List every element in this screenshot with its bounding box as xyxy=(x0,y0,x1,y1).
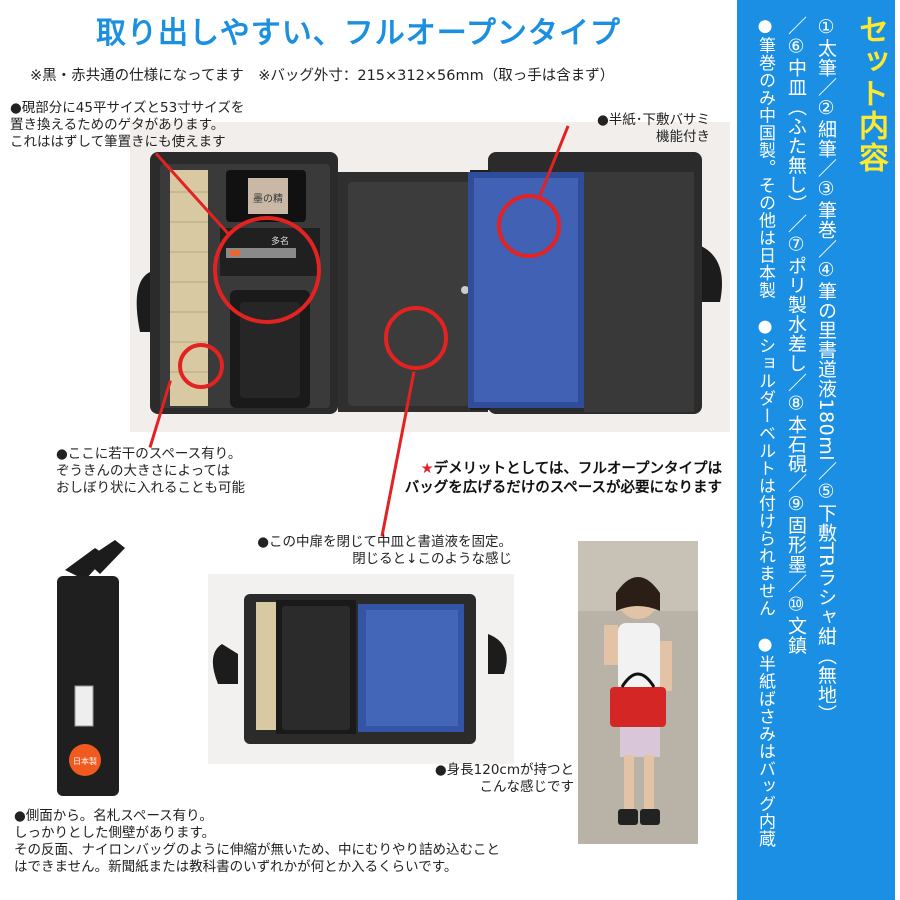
bottle-label: 墨の精 xyxy=(253,192,283,205)
highlight-circle-inner-door xyxy=(384,306,448,370)
note-side-view: ●側面から。名札スペース有り。 しっかりとした側壁があります。 その反面、ナイロ… xyxy=(14,808,500,875)
set-contents-notes: ●筆巻のみ中国製。その他は日本製 ●ショルダーベルトは付けられません ●半紙ばさ… xyxy=(755,16,775,848)
highlight-circle-brush-area xyxy=(213,216,321,324)
note-inner-door: ●この中扉を閉じて中皿と書道液を固定。 閉じると↓このような感じ xyxy=(257,534,512,567)
child-holding-bag-photo xyxy=(578,541,698,844)
note-height: ●身長120cmが持つと こんな感じです xyxy=(434,762,574,795)
highlight-circle-paper-holder xyxy=(497,194,561,258)
highlight-circle-side-space xyxy=(178,343,224,389)
note-paper-holder: ●半紙･下敷バサミ 機能付き xyxy=(596,112,710,145)
note-extra-space: ●ここに若干のスペース有り。 ぞうきんの大きさによっては おしぼり状に入れること… xyxy=(56,446,245,496)
demerit-star: ★ xyxy=(420,461,434,477)
side-view-photo: 日本製 xyxy=(45,540,130,808)
side-view-illustration: 日本製 xyxy=(45,540,130,808)
closed-door-photo xyxy=(208,574,514,764)
set-contents-line-1: ①太筆／②細筆／③筆巻／④筆の里書道液180ml／⑤下敷TRラシャ紺（無地） xyxy=(815,16,837,724)
set-contents-title: セット内容 xyxy=(853,14,888,174)
page-title: 取り出しやすい、フルオープンタイプ xyxy=(96,16,621,51)
set-contents-line-2: ／⑥中皿（ふた無し）／⑦ポリ製水差し／⑧本石硯／⑨固形墨／⑩文鎮 xyxy=(785,16,807,655)
closed-door-illustration xyxy=(208,574,514,764)
demerit-text: デメリットとしては、フルオープンタイプは バッグを広げるだけのスペースが必要にな… xyxy=(404,461,722,496)
spec-subtitle: ※黒・赤共通の仕様になってます ※バッグ外寸：215×312×56mm（取っ手は… xyxy=(30,68,615,84)
note-demerit: ★デメリットとしては、フルオープンタイプは バッグを広げるだけのスペースが必要に… xyxy=(376,460,722,498)
child-illustration xyxy=(578,541,698,844)
note-geta: ●硯部分に45平サイズと53寸サイズを 置き換えるためのゲタがあります。 これは… xyxy=(10,100,245,150)
made-in-japan-tag: 日本製 xyxy=(73,756,97,766)
set-contents-panel: セット内容 ①太筆／②細筆／③筆巻／④筆の里書道液180ml／⑤下敷TRラシャ紺… xyxy=(737,0,895,900)
